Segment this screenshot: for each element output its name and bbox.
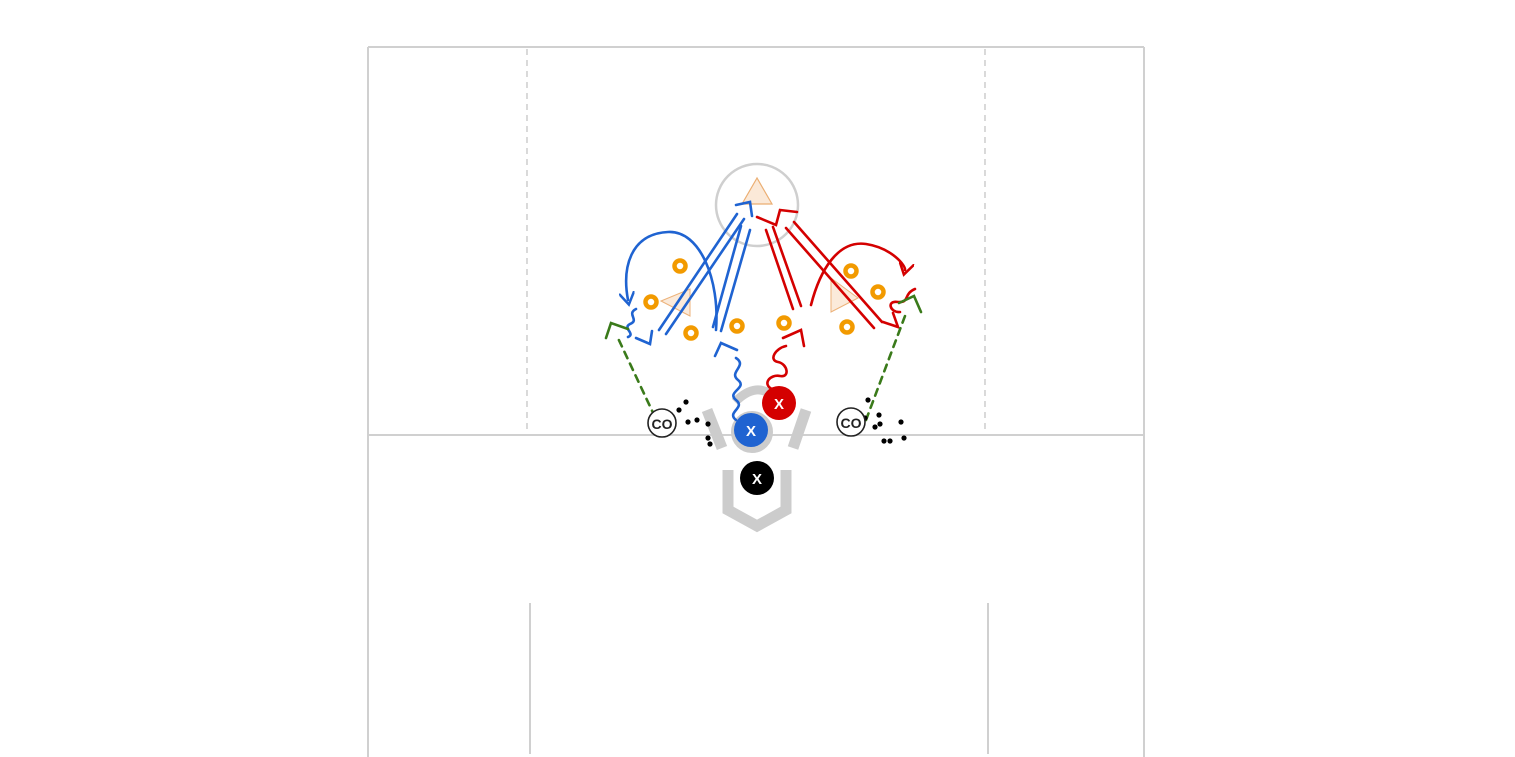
cone-icon	[729, 318, 745, 334]
red-dodge-squiggle	[889, 287, 917, 314]
ball-icon	[705, 435, 711, 441]
coach-left: CO	[647, 408, 677, 438]
player-red: X	[762, 386, 796, 420]
blue-shot-line	[664, 217, 746, 336]
cone-icon	[683, 325, 699, 341]
player-blue-label: X	[746, 423, 756, 440]
blue-shot-line	[719, 228, 752, 333]
red-corner-mark	[881, 311, 901, 330]
red-goal-zigzag	[755, 208, 799, 227]
coach-right-label: CO	[841, 415, 862, 431]
cone-icon	[839, 319, 855, 335]
coach-icon	[647, 408, 677, 438]
player-blue: X	[734, 413, 768, 447]
coach-icon	[836, 407, 866, 437]
red-movement-paths	[755, 208, 917, 391]
ball-icon	[887, 438, 893, 444]
blue-loop-cut	[626, 230, 718, 332]
dashed-field-lines	[526, 49, 986, 433]
goal-crease	[714, 162, 800, 248]
pass-end-left	[604, 321, 630, 340]
cone-icon	[843, 263, 859, 279]
goalie-label: X	[752, 471, 762, 488]
blue-corner-mark	[713, 341, 739, 358]
cone-icon	[870, 284, 886, 300]
ball-icon	[872, 424, 878, 430]
blue-dodge-squiggle	[626, 307, 638, 339]
blue-corner-mark	[634, 329, 654, 346]
player-red-label: X	[774, 396, 784, 413]
ball-icon	[901, 435, 907, 441]
ball-icon	[877, 421, 883, 427]
player-marker-icon	[740, 461, 774, 495]
ball-icon	[694, 417, 700, 423]
ball-icon	[705, 421, 711, 427]
red-shot-line	[792, 220, 884, 324]
pass-line-left	[615, 334, 657, 419]
ball-icon	[683, 399, 689, 405]
cone-icon	[659, 288, 691, 317]
coach-left-label: CO	[652, 416, 673, 432]
red-shot-line	[784, 226, 876, 330]
cone-icon	[776, 315, 792, 331]
cone-icon	[672, 258, 688, 274]
coach-pass-ends	[604, 294, 923, 340]
red-shot-line	[771, 225, 803, 308]
ball-icon	[707, 441, 713, 447]
blue-dribble-squiggle	[731, 356, 742, 422]
cone-icon	[643, 294, 659, 310]
blue-shot-line	[657, 212, 739, 332]
coach-pass-lines	[615, 314, 907, 422]
red-corner-mark	[781, 328, 806, 348]
goalie: X	[740, 461, 774, 495]
ball-icon	[676, 407, 682, 413]
blue-movement-paths	[626, 200, 754, 422]
ball-icon	[898, 419, 904, 425]
crease-circle	[714, 162, 800, 248]
pass-line-right	[864, 314, 907, 422]
pass-end-right	[897, 294, 923, 314]
ball-icon	[881, 438, 887, 444]
red-dribble-squiggle	[766, 344, 788, 391]
field-lines	[367, 46, 1145, 757]
player-marker-icon	[762, 386, 796, 420]
player-marker-icon	[734, 413, 768, 447]
red-arc-cut	[809, 242, 905, 307]
crease-v-shape	[701, 407, 812, 533]
ball-icon	[685, 419, 691, 425]
ball-icon	[876, 412, 882, 418]
goal-icon	[740, 176, 774, 205]
blue-goal-hook	[734, 200, 754, 218]
ball-icon	[865, 397, 871, 403]
coach-right: CO	[836, 407, 866, 437]
cones	[643, 258, 886, 341]
red-shot-line	[764, 228, 795, 311]
